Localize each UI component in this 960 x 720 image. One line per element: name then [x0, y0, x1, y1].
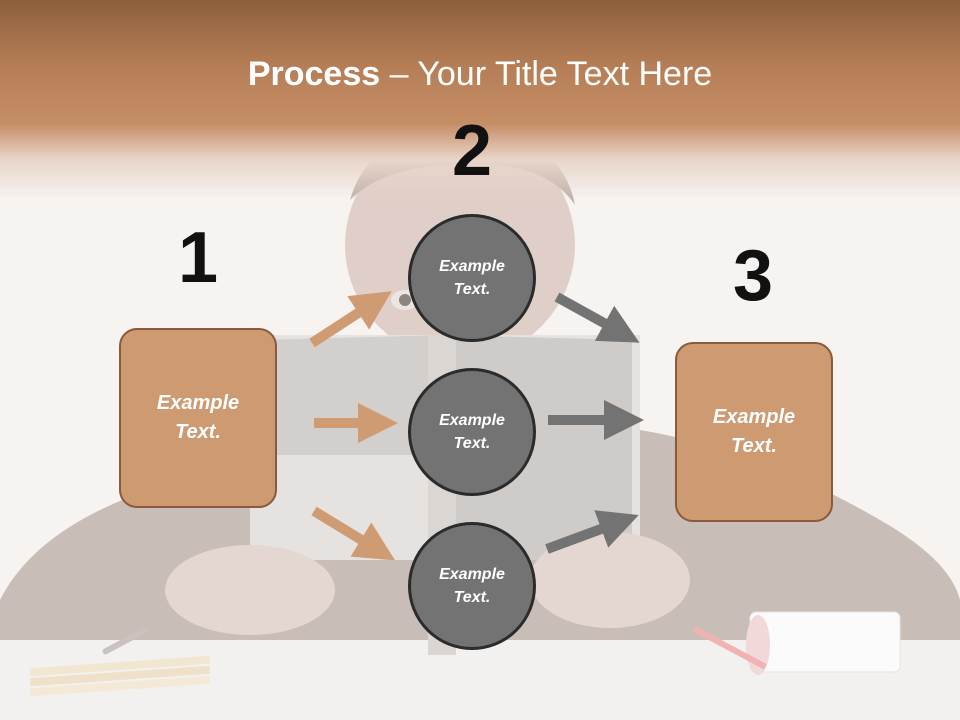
circle-middle-text: Example Text.: [439, 412, 505, 452]
step-number-1: 1: [177, 218, 219, 298]
arrow-circle3-to-box3: [545, 510, 639, 554]
step-number-2: 2: [451, 111, 493, 191]
arrow-circle1-to-box3: [554, 292, 640, 343]
step-2-circle-bottom: Example Text.: [408, 522, 536, 650]
step-1-box-text: Example Text.: [156, 392, 240, 443]
arrow-box1-to-circle3: [311, 506, 396, 561]
slide-title: Process – Your Title Text Here: [0, 52, 960, 96]
header-band: [0, 0, 960, 200]
step-2-circle-middle: Example Text.: [408, 368, 536, 496]
step-3-box-text: Example Text.: [712, 406, 796, 457]
step-3-box: Example Text.: [675, 342, 833, 522]
title-bold-part: Process: [247, 55, 381, 93]
circle-bottom-text: Example Text.: [439, 566, 505, 606]
step-1-box: Example Text.: [119, 328, 277, 508]
circle-top-text: Example Text.: [439, 258, 505, 298]
arrow-box1-to-circle1: [309, 291, 392, 348]
title-rest-part: – Your Title Text Here: [380, 55, 713, 93]
step-2-circle-top: Example Text.: [408, 214, 536, 342]
step-number-3: 3: [732, 236, 774, 316]
